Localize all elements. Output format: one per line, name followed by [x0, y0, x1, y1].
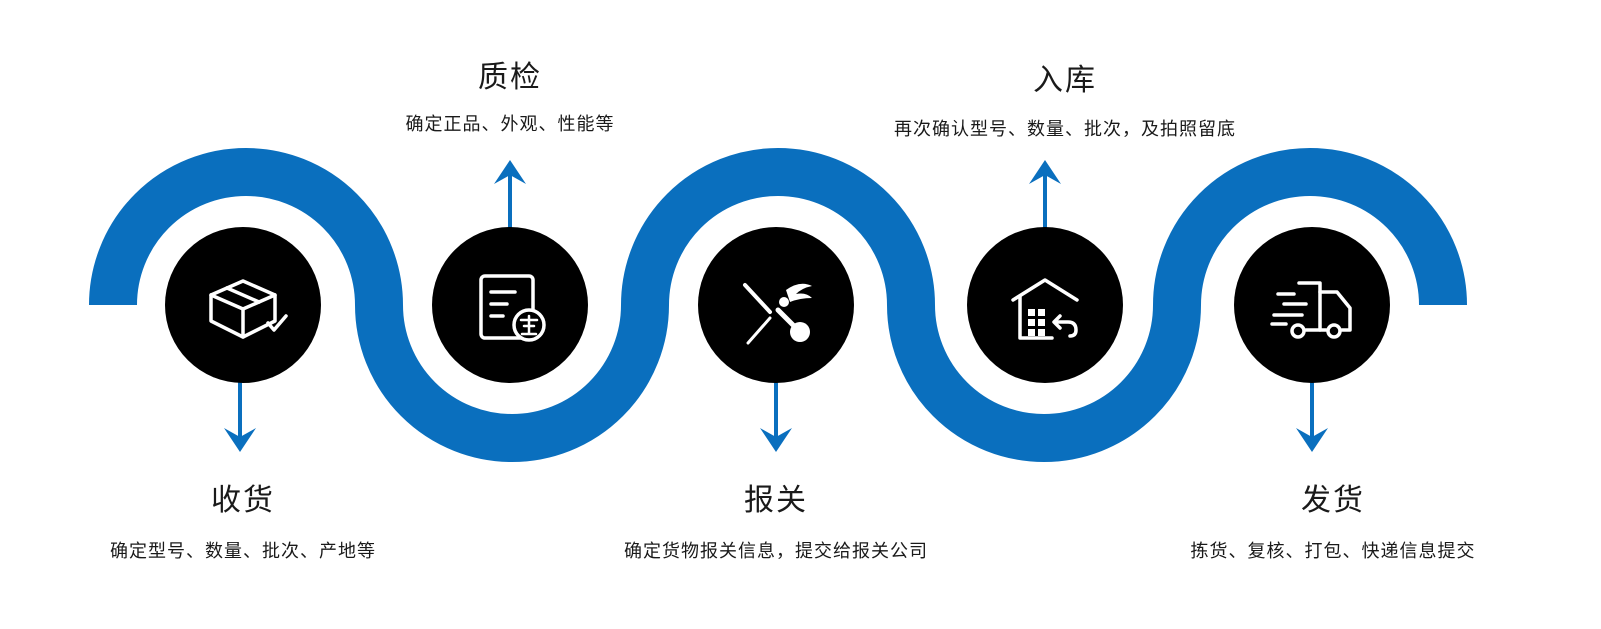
step-3-desc: 确定货物报关信息，提交给报关公司	[624, 541, 928, 562]
step-node-5	[1234, 227, 1390, 383]
delivery-truck-icon	[1270, 281, 1352, 339]
arrow-step-3	[760, 381, 792, 452]
arrow-step-5	[1296, 381, 1328, 452]
step-2-title: 质检	[478, 60, 542, 95]
arrow-step-4	[1029, 160, 1061, 229]
step-5-title: 发货	[1301, 483, 1365, 518]
customs-emblem-icon	[743, 283, 812, 345]
flow-wave	[89, 148, 1467, 462]
step-node-3	[698, 227, 854, 383]
inspection-doc-icon	[479, 274, 546, 342]
step-node-2	[432, 227, 588, 383]
step-1-title: 收货	[211, 483, 275, 518]
step-4-desc: 再次确认型号、数量、批次，及拍照留底	[894, 119, 1236, 140]
step-node-4	[967, 227, 1123, 383]
arrow-step-1	[224, 381, 256, 452]
step-4-title: 入库	[1033, 63, 1097, 98]
step-1-desc: 确定型号、数量、批次、产地等	[110, 541, 376, 562]
warehouse-return-icon	[1011, 278, 1079, 340]
arrow-step-2	[494, 160, 526, 229]
step-2-desc: 确定正品、外观、性能等	[405, 114, 615, 135]
box-check-icon	[209, 279, 288, 339]
step-node-1	[165, 227, 321, 383]
step-5-desc: 拣货、复核、打包、快递信息提交	[1190, 541, 1476, 562]
step-3-title: 报关	[744, 483, 808, 518]
